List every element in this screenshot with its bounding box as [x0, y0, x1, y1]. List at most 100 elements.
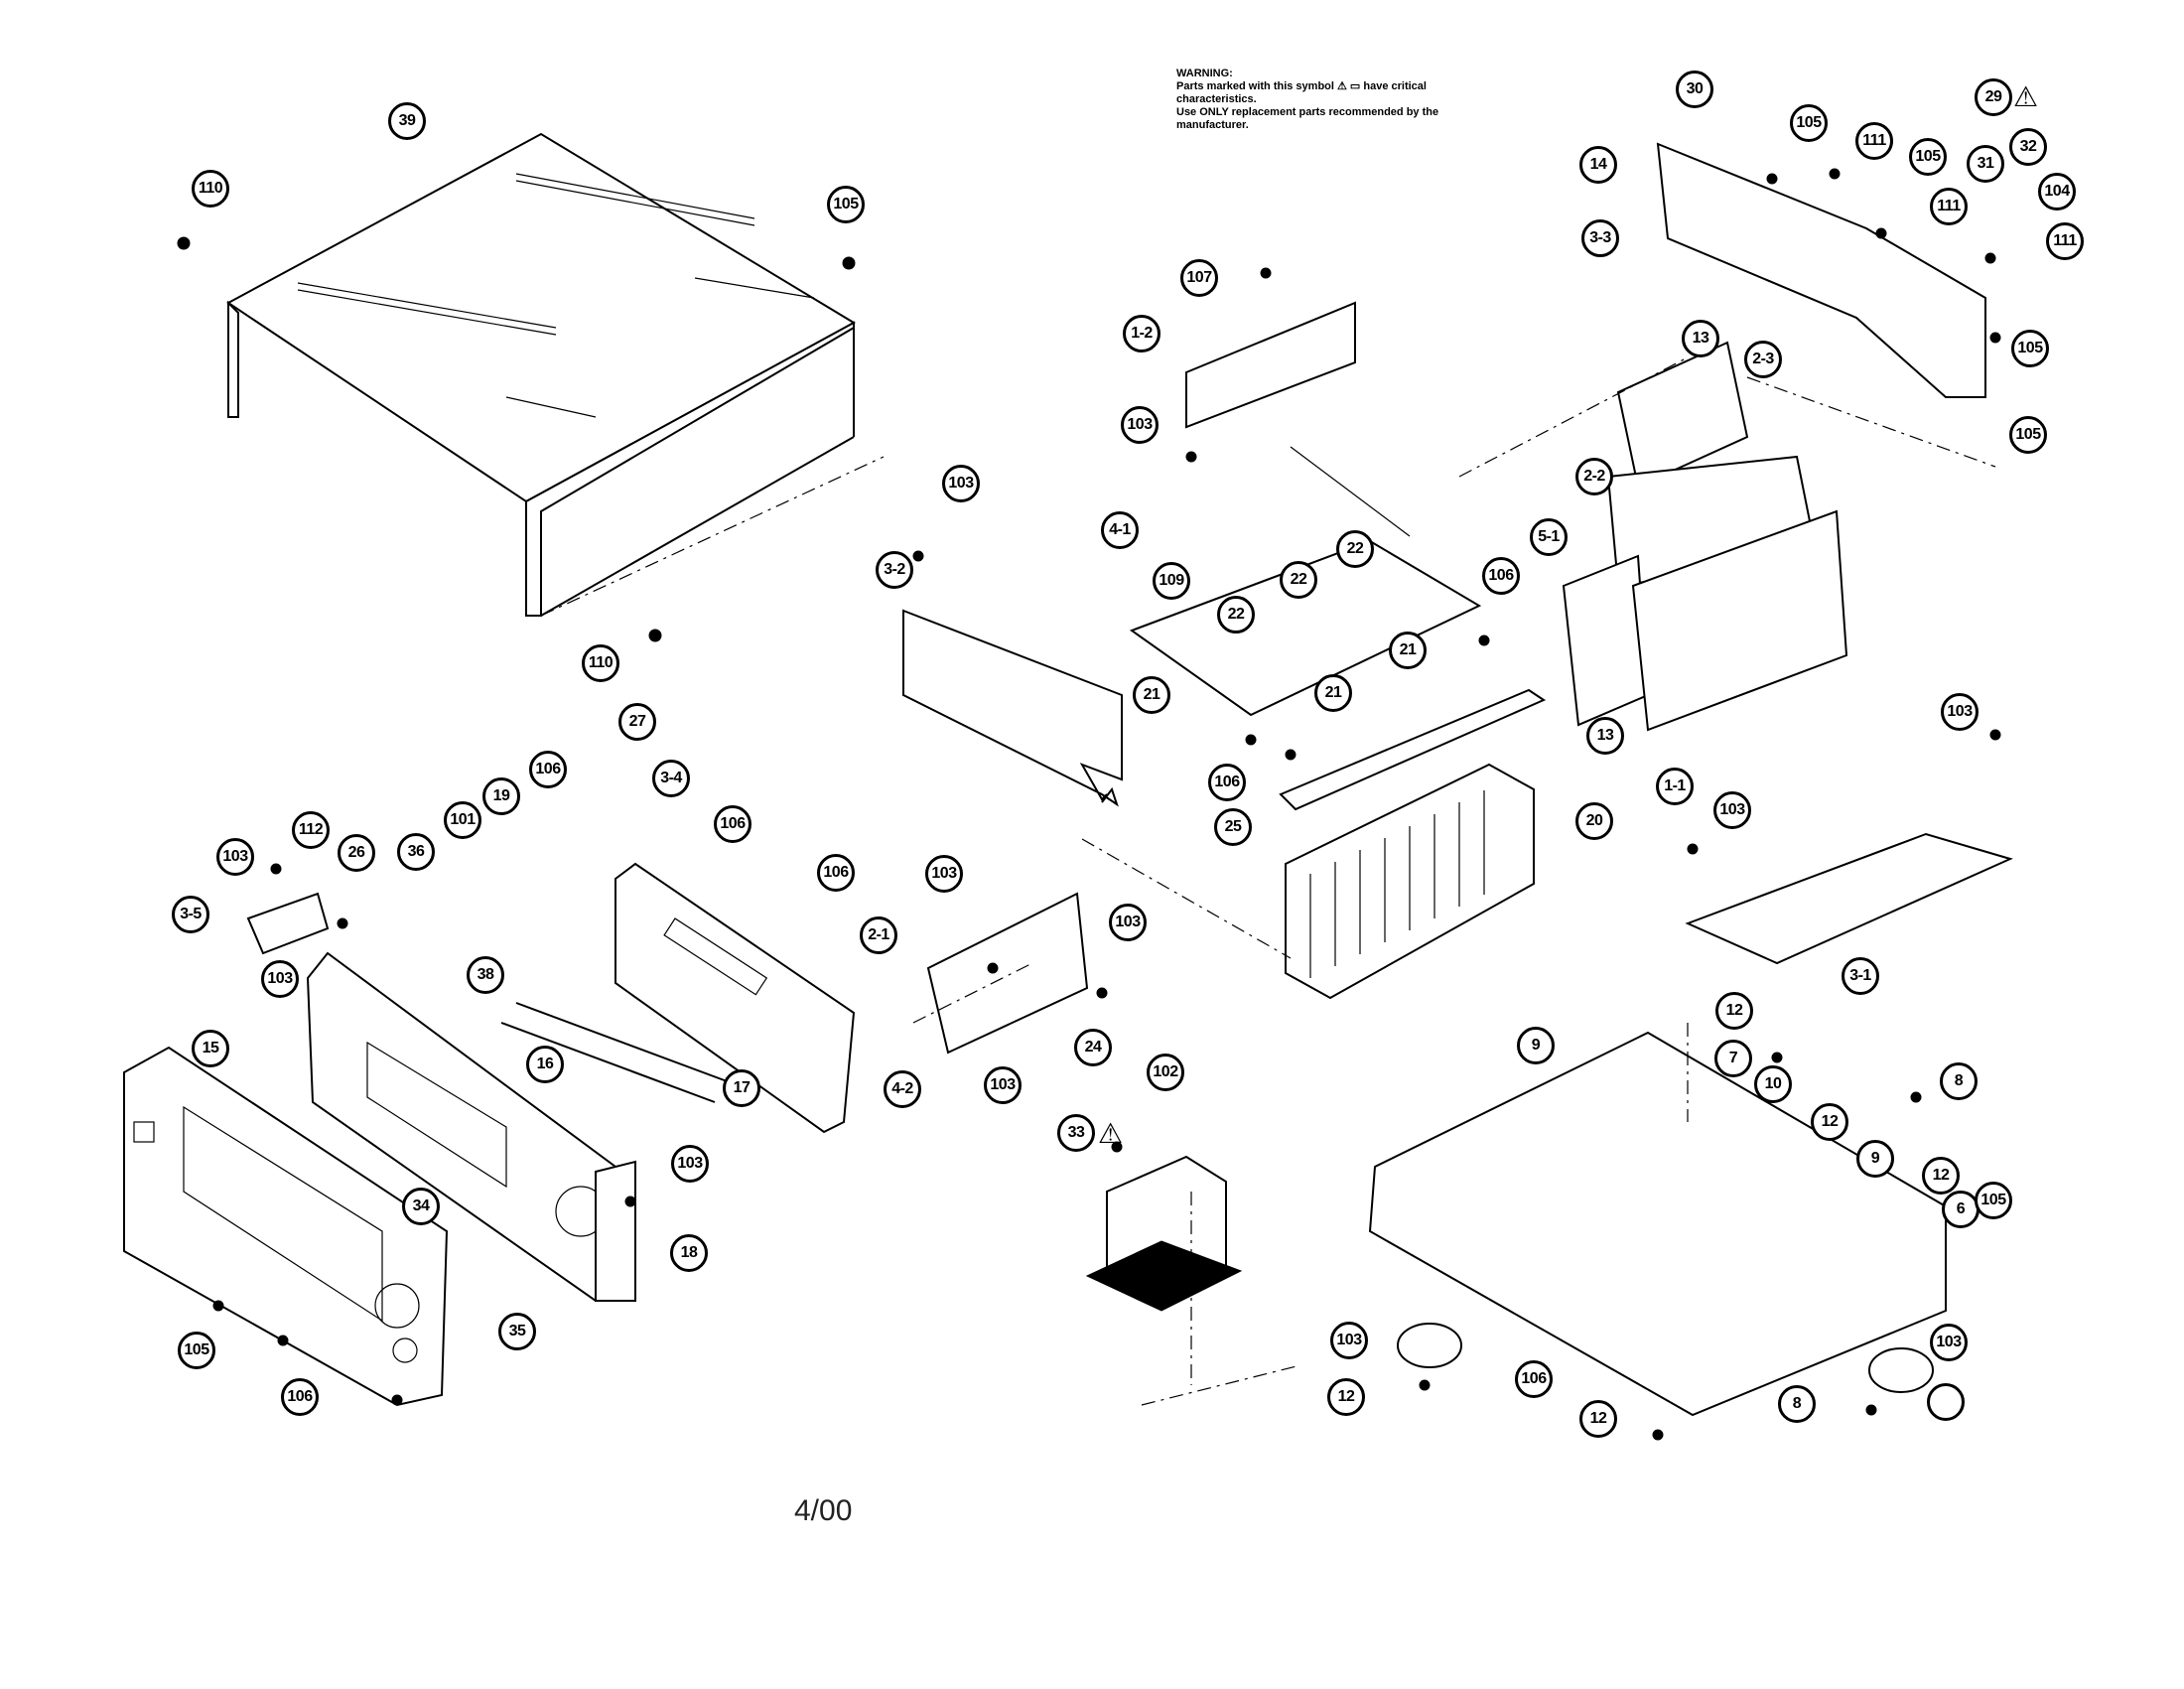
top-cover — [226, 132, 857, 617]
part-callout: 15 — [192, 1030, 229, 1067]
part-callout: 112 — [292, 811, 330, 849]
warning-text-1: Parts marked with this symbol ⚠ ▭ have c… — [1176, 80, 1427, 92]
part-callout: 111 — [1930, 188, 1968, 225]
part-callout: 21 — [1314, 674, 1352, 712]
part-callout: 107 — [1180, 259, 1218, 297]
part-callout: 38 — [467, 956, 504, 994]
part-callout: 12 — [1922, 1157, 1960, 1195]
part-callout: 33 — [1057, 1114, 1095, 1152]
part-callout: 103 — [1330, 1322, 1368, 1359]
bracket-25 — [1279, 688, 1547, 811]
part-callout: 18 — [670, 1234, 708, 1272]
part-callout: 102 — [1147, 1054, 1184, 1091]
board-5-1 — [1562, 554, 1650, 727]
part-callout: 2-1 — [860, 916, 897, 954]
part-callout: 110 — [192, 170, 229, 208]
part-callout: 10 — [1754, 1065, 1792, 1103]
part-callout: 21 — [1133, 676, 1170, 714]
foot-left — [1397, 1323, 1462, 1368]
part-callout: 8 — [1940, 1062, 1978, 1100]
front-panel — [123, 1046, 449, 1407]
part-callout: 106 — [1515, 1360, 1553, 1398]
part-callout: 34 — [402, 1188, 440, 1225]
pcb-2-1 — [614, 862, 856, 1134]
part-callout: 22 — [1336, 530, 1374, 568]
page-code: 4/00 — [794, 1494, 853, 1527]
part-callout: 8 — [1778, 1385, 1816, 1423]
part-callout: 20 — [1575, 802, 1613, 840]
part-callout: 9 — [1856, 1140, 1894, 1178]
part-callout: 12 — [1327, 1378, 1365, 1416]
part-callout: 5-1 — [1530, 518, 1568, 556]
assembly-lines — [540, 356, 1996, 1406]
part-callout: 9 — [1517, 1027, 1555, 1064]
part-callout: 111 — [1855, 122, 1893, 160]
part-callout — [1927, 1383, 1965, 1421]
part-callout: 2-3 — [1744, 341, 1782, 378]
warning-note: WARNING: Parts marked with this symbol ⚠… — [1176, 68, 1554, 132]
part-callout: 103 — [1941, 693, 1979, 731]
part-callout: 104 — [2038, 173, 2076, 211]
part-callout: 26 — [338, 834, 375, 872]
part-callout: 105 — [178, 1332, 215, 1369]
part-callout: 13 — [1682, 320, 1719, 357]
part-callout: 24 — [1074, 1029, 1112, 1066]
part-callout: 103 — [1109, 904, 1147, 941]
part-callout: 106 — [817, 854, 855, 892]
part-callout: 101 — [444, 801, 481, 839]
part-callout: 21 — [1389, 632, 1427, 669]
part-callout: 12 — [1579, 1400, 1617, 1438]
part-callout: 35 — [498, 1313, 536, 1350]
warning-triangle-icon: ⚠ — [1098, 1118, 1124, 1149]
screws — [177, 168, 2001, 1441]
part-callout: 16 — [526, 1046, 564, 1083]
part-callout: 103 — [984, 1066, 1022, 1104]
board-2-3 — [1616, 341, 1749, 489]
warning-heading: WARNING: — [1176, 68, 1233, 79]
part-callout: 12 — [1811, 1103, 1848, 1141]
part-callout: 105 — [2009, 416, 2047, 454]
part-callout: 105 — [827, 186, 865, 223]
part-callout: 103 — [1930, 1324, 1968, 1361]
part-callout: 103 — [261, 960, 299, 998]
part-callout: 103 — [1121, 406, 1159, 444]
rear-panel — [1656, 142, 1986, 398]
part-callout: 105 — [1975, 1182, 2012, 1219]
part-callout: 1-1 — [1656, 768, 1694, 805]
part-callout: 110 — [582, 644, 619, 682]
part-callout: 106 — [529, 751, 567, 788]
part-callout: 7 — [1714, 1040, 1752, 1077]
part-callout: 3-3 — [1581, 219, 1619, 257]
warning-text-4: manufacturer. — [1176, 119, 1249, 131]
part-callout: 103 — [671, 1145, 709, 1183]
part-callout: 106 — [281, 1378, 319, 1416]
part-callout: 111 — [2046, 222, 2084, 260]
part-callout: 106 — [714, 805, 751, 843]
part-callout: 4-1 — [1101, 511, 1139, 549]
part-callout: 105 — [1909, 138, 1947, 176]
part-callout: 30 — [1676, 70, 1713, 108]
part-callout: 3-5 — [172, 896, 209, 933]
board-3-1 — [1685, 832, 2013, 965]
part-callout: 25 — [1214, 808, 1252, 846]
display-chassis — [306, 951, 636, 1303]
part-callout: 1-2 — [1123, 315, 1160, 352]
part-callout: 2-2 — [1575, 458, 1613, 495]
warning-text-3: Use ONLY replacement parts recommended b… — [1176, 106, 1439, 118]
part-callout: 105 — [2011, 330, 2049, 367]
board-4-2 — [926, 892, 1089, 1055]
part-callout: 22 — [1280, 561, 1317, 599]
part-callout: 103 — [216, 838, 254, 876]
board-1-1 — [1631, 509, 1848, 732]
part-callout: 106 — [1208, 764, 1246, 801]
foot-right — [1868, 1347, 1934, 1393]
part-callout: 109 — [1153, 562, 1190, 600]
shield-3-2 — [902, 609, 1123, 807]
part-callout: 31 — [1967, 145, 2004, 183]
part-callout: 14 — [1579, 146, 1617, 184]
part-callout: 27 — [618, 703, 656, 741]
part-callout: 19 — [482, 777, 520, 815]
board-1-2 — [1185, 301, 1356, 429]
